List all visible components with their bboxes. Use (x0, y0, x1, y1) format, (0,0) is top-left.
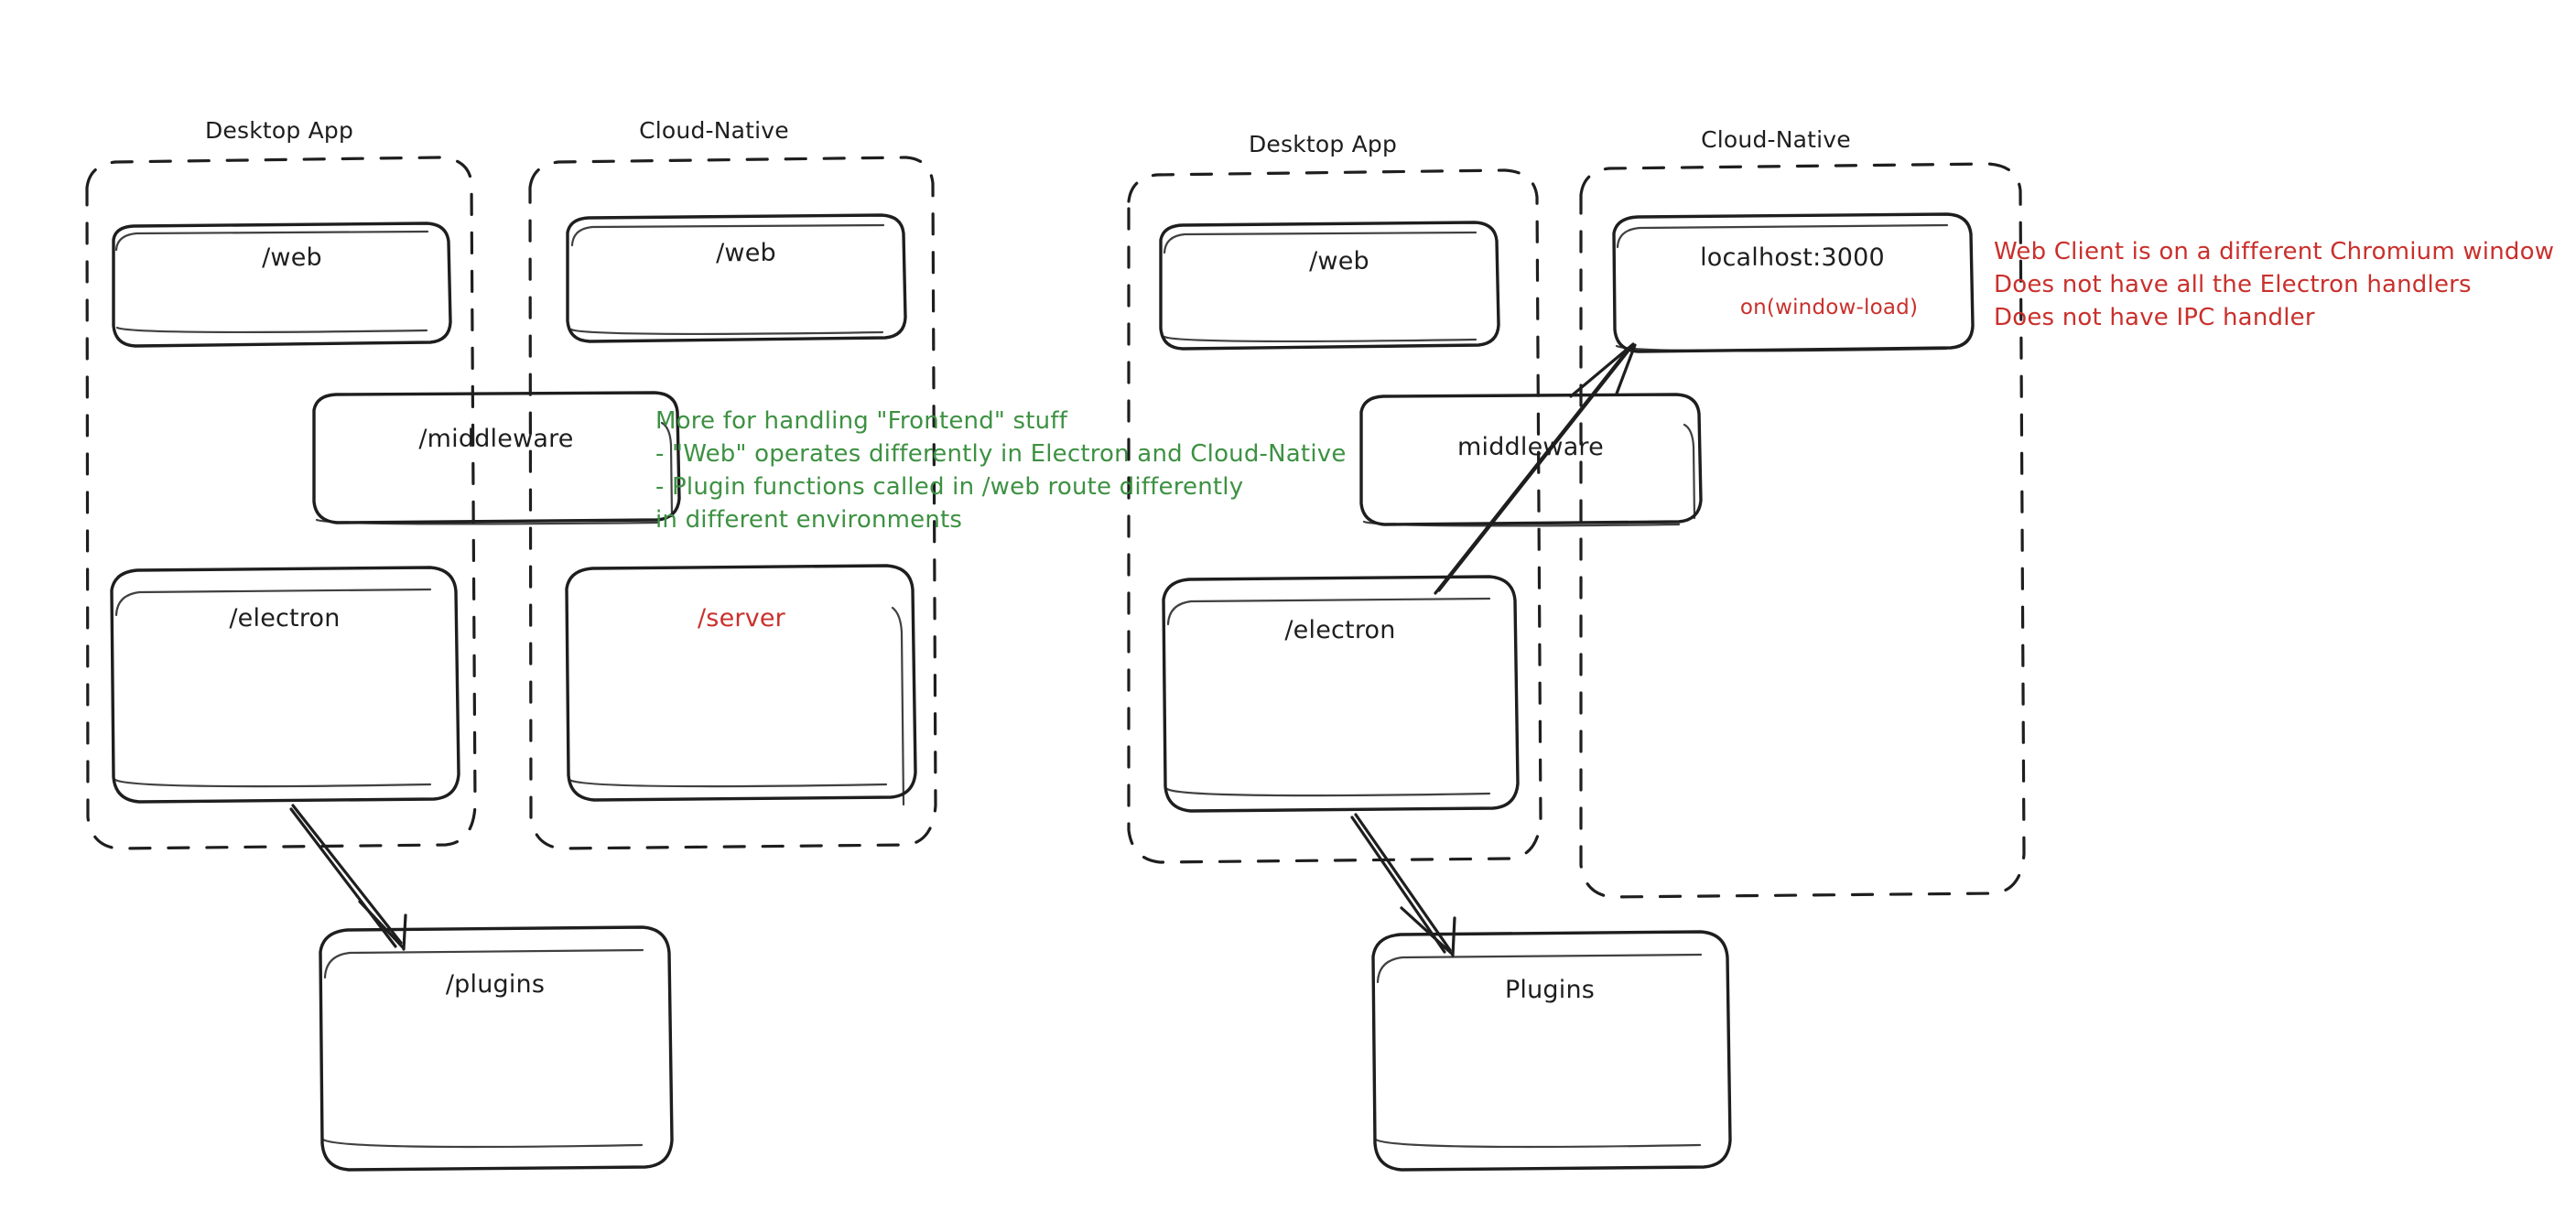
left-cloud-server-box (565, 564, 917, 806)
left-desktop-electron-label: /electron (229, 604, 341, 632)
right-cloud-native-group-title: Cloud-Native (1701, 126, 1851, 153)
left-desktop-app-group-title: Desktop App (204, 117, 354, 144)
left-cloud-web-label: /web (716, 239, 776, 267)
right-cloud-localhost-box (1612, 212, 1975, 353)
left-cloud-web-box (566, 213, 907, 343)
right-plugins-box (1371, 930, 1732, 1172)
right-desktop-web-label: /web (1309, 247, 1369, 276)
left-electron-to-plugins-arrow (289, 804, 407, 951)
left-desktop-web-box (112, 222, 452, 348)
right-electron-to-localhost-arrow (1434, 342, 1637, 595)
right-plugins-label: Plugins (1504, 976, 1596, 1004)
left-desktop-electron-box (110, 566, 460, 804)
right-middleware-box (1359, 393, 1703, 527)
right-desktop-web-box (1159, 221, 1500, 351)
left-desktop-app-group-border (85, 156, 477, 850)
left-middleware-box (312, 391, 681, 525)
right-desktop-app-group-title: Desktop App (1248, 131, 1398, 157)
right-electron-to-plugins-arrow (1350, 813, 1456, 957)
right-desktop-electron-label: /electron (1284, 616, 1396, 644)
left-cloud-server-label: /server (698, 604, 785, 632)
left-plugins-label: /plugins (445, 970, 546, 999)
right-desktop-electron-box (1162, 575, 1520, 813)
red-annotation-note: Web Client is on a different Chromium wi… (1994, 238, 2555, 331)
left-plugins-box (319, 925, 674, 1172)
right-middleware-label: middleware (1457, 433, 1604, 461)
right-desktop-app-group-border (1127, 168, 1542, 864)
left-cloud-native-group-border (528, 156, 937, 850)
green-annotation-note: More for handling "Frontend" stuff - "We… (655, 407, 1347, 534)
right-cloud-localhost-sublabel: on(window-load) (1739, 296, 1919, 319)
left-cloud-native-group-title: Cloud-Native (639, 117, 789, 144)
right-cloud-localhost-label: localhost:3000 (1700, 243, 1885, 272)
right-cloud-native-group-border (1579, 162, 2026, 899)
left-middleware-label: /middleware (418, 425, 574, 453)
left-desktop-web-label: /web (262, 243, 322, 272)
